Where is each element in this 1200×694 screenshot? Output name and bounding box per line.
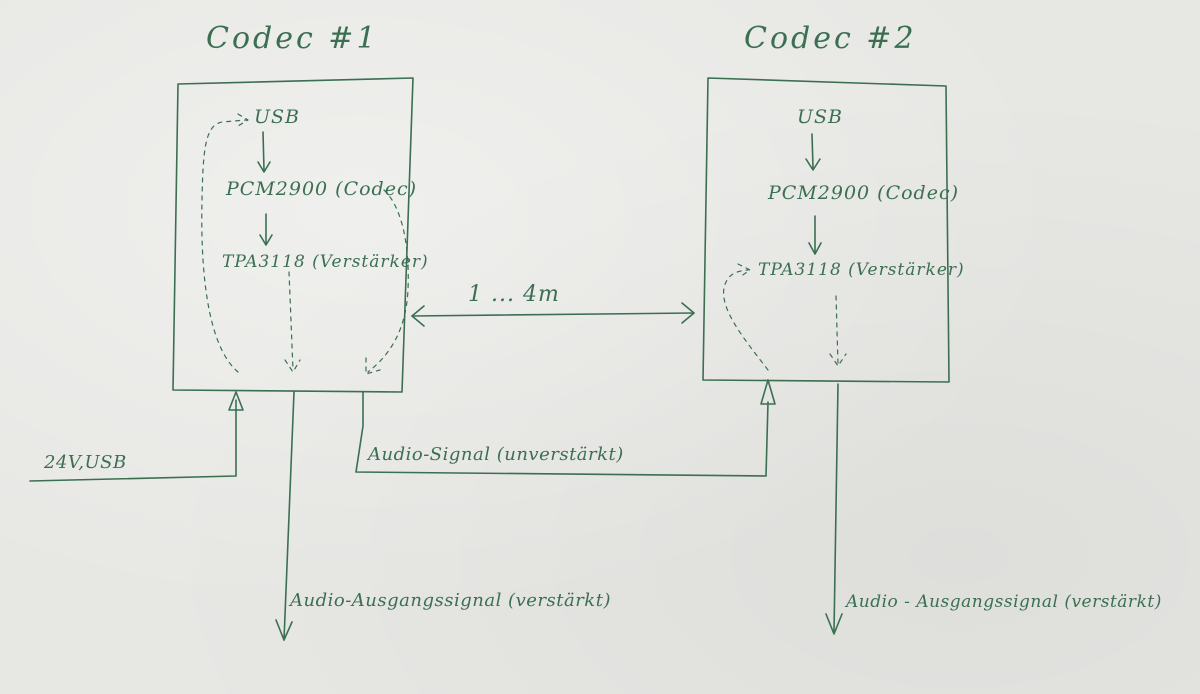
distance-double-arrow (411, 302, 695, 327)
codec1-output-arrow (275, 391, 295, 641)
codec1-box (172, 77, 414, 393)
codec2-codec-to-amp-arrow (808, 215, 822, 255)
codec2-codec-chip-label: PCM2900 (Codec) (768, 182, 960, 204)
power-input-line (29, 391, 244, 482)
codec1-usb-to-codec-arrow (257, 131, 271, 173)
codec1-codec-chip-label: PCM2900 (Codec) (226, 178, 418, 200)
codec2-output-arrow (825, 383, 843, 635)
codec1-amp-chip-label: TPA3118 (Verstärker) (222, 252, 429, 272)
codec2-usb-to-codec-arrow (805, 133, 821, 171)
codec2-amp-chip-label: TPA3118 (Verstärker) (758, 260, 965, 280)
codec2-usb-label: USB (797, 106, 843, 128)
codec1-output-label: Audio-Ausgangssignal (verstärkt) (290, 590, 611, 611)
codec1-usb-label: USB (254, 106, 300, 128)
power-label: 24V,USB (44, 452, 127, 473)
codec1-dashed-amp-output (288, 271, 294, 371)
codec1-title: Codec #1 (206, 21, 379, 56)
codec2-title: Codec #2 (744, 21, 917, 56)
codec2-output-label: Audio - Ausgangssignal (verstärkt) (846, 592, 1162, 612)
codec1-dashed-codec-to-link (367, 189, 409, 373)
codec2-dashed-link-to-amp (723, 269, 769, 371)
codec2-box (702, 77, 950, 383)
distance-label: 1 ... 4m (468, 282, 560, 307)
codec2-dashed-amp-output (835, 295, 839, 365)
audio-link-label: Audio-Signal (unverstärkt) (368, 444, 624, 465)
audio-link-line (355, 379, 776, 477)
codec1-codec-to-amp-arrow (259, 213, 273, 246)
codec1-dashed-power-to-usb (201, 119, 247, 373)
